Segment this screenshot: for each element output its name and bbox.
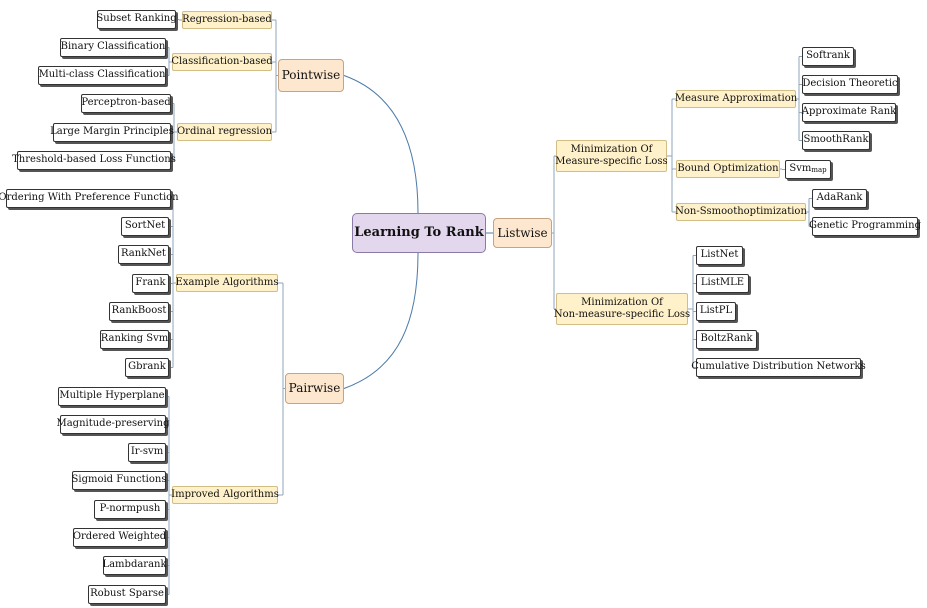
non-measure-specific-line1: Minimization Of xyxy=(581,296,663,308)
non-measure-specific-line2: Non-measure-specific Loss xyxy=(553,309,691,320)
non-measure-specific-node: Minimization Of Non-measure-specific Los… xyxy=(553,293,691,325)
edge-root-pairwise xyxy=(343,252,419,389)
bound-optimization-node: Bound Optimization xyxy=(676,160,780,178)
leaf-smoothrank: SmoothRank xyxy=(802,131,870,150)
edge-root-pointwise xyxy=(343,75,419,214)
leaf-ordered-weighted: Ordered Weighted xyxy=(73,528,166,547)
leaf-genetic-programming: Genetic Programming xyxy=(809,217,921,236)
leaf-listpl: ListPL xyxy=(696,302,736,321)
leaf-lambdarank: Lambdarank xyxy=(102,556,167,575)
leaf-perceptron-based: Perceptron-based xyxy=(81,94,171,113)
leaf-softrank: Softrank xyxy=(802,47,854,66)
leaf-ranking-svm: Ranking Svm xyxy=(100,330,169,349)
measure-specific-node: Minimization Of Measure-specific Loss xyxy=(555,140,668,172)
leaf-frank: Frank xyxy=(132,274,169,293)
leaf-sortnet: SortNet xyxy=(121,217,169,236)
leaf-subset-ranking: Subset Ranking xyxy=(96,10,177,29)
leaf-listnet: ListNet xyxy=(696,246,743,265)
leaf-threshold-loss: Threshold-based Loss Functions xyxy=(12,151,176,170)
leaf-adarank: AdaRank xyxy=(812,189,867,208)
leaf-ir-svm: Ir-svm xyxy=(128,443,166,462)
svm-map-base: Svm xyxy=(789,163,812,175)
listwise-node: Listwise xyxy=(493,218,552,248)
leaf-ranknet: RankNet xyxy=(118,245,169,264)
leaf-robust-sparse: Robust Sparse xyxy=(88,585,166,604)
leaf-large-margin: Large Margin Principles xyxy=(50,123,174,142)
pairwise-node: Pairwise xyxy=(285,373,344,404)
root-node: Learning To Rank xyxy=(352,213,486,253)
leaf-ordering-preference: Ordering With Preference Function xyxy=(0,189,179,208)
leaf-approximate-rank: Approximate Rank xyxy=(802,103,896,122)
improved-algorithms-node: Improved Algorithms xyxy=(171,486,279,504)
non-smooth-optimization-node: Non-Ssmoothoptimization xyxy=(675,203,807,221)
measure-specific-line2: Measure-specific Loss xyxy=(555,156,668,167)
leaf-p-normpush: P-normpush xyxy=(94,500,166,519)
regression-based-node: Regression-based xyxy=(182,11,272,29)
leaf-gbrank: Gbrank xyxy=(125,358,169,377)
ordinal-regression-node: Ordinal regression xyxy=(177,123,272,141)
leaf-binary-classification: Binary Classification xyxy=(60,38,166,57)
measure-approximation-node: Measure Approximation xyxy=(675,90,797,108)
leaf-multiclass-classification: Multi-class Classification xyxy=(38,66,166,85)
leaf-magnitude-preserving: Magnitude-preserving xyxy=(56,415,170,434)
example-algorithms-node: Example Algorithms xyxy=(176,274,279,292)
measure-specific-line1: Minimization Of xyxy=(570,143,653,155)
leaf-rankboost: RankBoost xyxy=(109,302,169,321)
leaf-decision-theoretic: Decision Theoretic xyxy=(802,75,898,94)
leaf-listmle: ListMLE xyxy=(696,274,749,293)
pointwise-node: Pointwise xyxy=(278,59,344,92)
leaf-multiple-hyperplane: Multiple Hyperplane xyxy=(58,387,166,406)
leaf-sigmoid-functions: Sigmoid Functions xyxy=(72,471,166,490)
leaf-boltzrank: BoltzRank xyxy=(696,330,757,349)
classification-based-node: Classification-based xyxy=(171,53,273,71)
leaf-cumulative-distribution: Cumulative Distribution Networks xyxy=(691,358,866,377)
